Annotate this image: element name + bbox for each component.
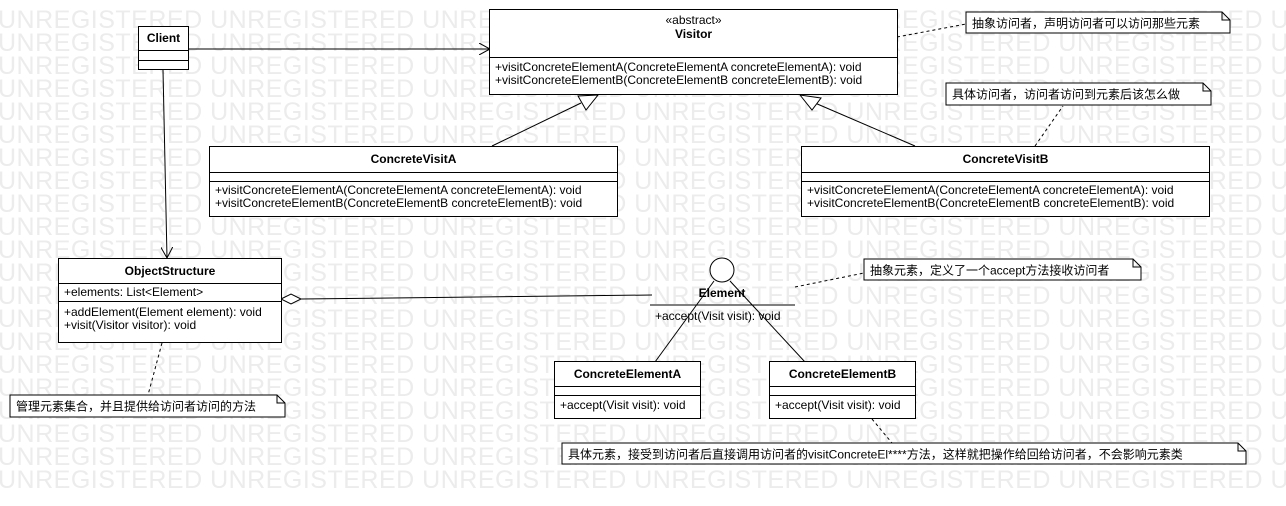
element-interface-operation: +accept(Visit visit): void [655,309,781,323]
concrete-visit-b-class-name: ConcreteVisitB [962,152,1049,166]
concrete-element-a-operation: +accept(Visit visit): void [560,398,686,412]
concrete-element-a-class[interactable]: ConcreteElementA +accept(Visit visit): v… [554,361,701,419]
concrete-element-b-class[interactable]: ConcreteElementB +accept(Visit visit): v… [769,361,916,419]
client-objectstructure-association [163,69,167,258]
concrete-visit-b-class[interactable]: ConcreteVisitB +visitConcreteElementA(Co… [801,146,1210,217]
client-class[interactable]: Client [138,26,189,70]
object-structure-attribute: +elements: List<Element> [64,285,204,299]
elementb-realization-line [729,280,806,363]
visitor-operation: +visitConcreteElementA(ConcreteElementA … [495,60,862,74]
element-note-shape [863,258,1142,281]
concrete-element-b-operation: +accept(Visit visit): void [775,398,901,412]
visita-generalization-arrowhead [577,94,600,111]
element-note[interactable]: 抽象元素，定义了一个accept方法接收访问者 [864,259,1141,280]
concrete-element-b-class-name: ConcreteElementB [788,367,897,381]
visitb-generalization-line [814,102,916,147]
concrete-element-a-class-name: ConcreteElementA [573,367,682,381]
visita-generalization-line [491,102,582,147]
aggregation-diamond-icon [279,293,303,305]
concrete-element-note-text: 具体元素，接受到访问者后直接调用访问者的visitConcreteEl****方… [568,447,1183,461]
visitb-generalization-arrowhead [798,94,822,111]
element-interface-name[interactable]: Element [698,286,746,300]
visitor-class-name: Visitor [674,27,713,41]
object-structure-note-text: 管理元素集合，并且提供给访问者访问的方法 [16,399,257,414]
concrete-element-note-shape [561,442,1247,465]
element-note-anchor [794,272,865,288]
object-structure-operation: +visit(Visitor visitor): void [64,318,197,332]
concrete-visitor-note-anchor [1034,105,1064,147]
visitor-note[interactable]: 抽象访问者，声明访问者可以访问那些元素 [966,12,1230,33]
element-interface-circle-icon [709,257,735,283]
concrete-visitor-note-shape [945,82,1212,106]
object-structure-class[interactable]: ObjectStructure +elements: List<Element>… [58,258,282,343]
concrete-visit-b-operation: +visitConcreteElementA(ConcreteElementA … [807,183,1174,197]
client-class-name: Client [146,31,181,45]
visitor-class[interactable]: «abstract» Visitor +visitConcreteElement… [489,9,898,95]
visitor-note-anchor [896,23,967,38]
object-structure-note-anchor [147,342,163,396]
visitor-note-text: 抽象访问者，声明访问者可以访问那些元素 [972,16,1201,30]
concrete-visit-a-operation: +visitConcreteElementB(ConcreteElementB … [215,196,583,210]
concrete-visit-b-operation: +visitConcreteElementB(ConcreteElementB … [807,196,1175,210]
object-structure-note[interactable]: 管理元素集合，并且提供给访问者访问的方法 [10,395,285,417]
concrete-visit-a-operation: +visitConcreteElementA(ConcreteElementA … [215,183,582,197]
concrete-visitor-note[interactable]: 具体访问者，访问者访问到元素后该怎么做 [946,83,1211,105]
concrete-visit-a-class[interactable]: ConcreteVisitA +visitConcreteElementA(Co… [209,146,618,217]
concrete-visitor-note-text: 具体访问者，访问者访问到元素后该怎么做 [952,87,1181,102]
object-structure-note-shape [9,394,286,418]
visitor-note-shape [965,11,1231,34]
elementa-realization-line [654,280,715,363]
visitor-operation: +visitConcreteElementB(ConcreteElementB … [495,73,863,87]
concrete-visit-a-class-name: ConcreteVisitA [370,152,457,166]
concrete-element-note-anchor [871,418,893,444]
aggregation-line [300,294,653,300]
visitor-stereotype: «abstract» [665,13,722,27]
object-structure-class-name: ObjectStructure [124,264,216,278]
concrete-element-note[interactable]: 具体元素，接受到访问者后直接调用访问者的visitConcreteEl****方… [562,443,1246,464]
element-note-text: 抽象元素，定义了一个accept方法接收访问者 [870,263,1110,277]
object-structure-operation: +addElement(Element element): void [64,305,262,319]
